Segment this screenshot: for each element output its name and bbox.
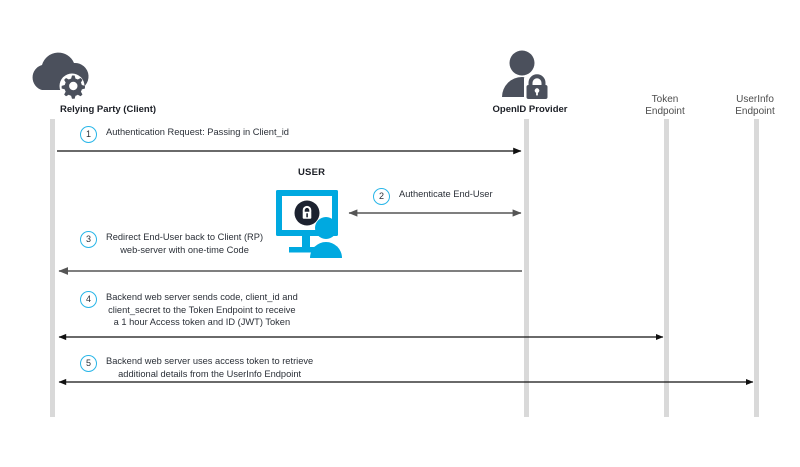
lifelines <box>50 119 759 417</box>
step-badge-4: 4 <box>80 291 97 308</box>
lifeline-token-endpoint <box>664 119 669 417</box>
step-label-4: Backend web server sends code, client_id… <box>106 292 298 327</box>
step-4: 4 Backend web server sends code, client_… <box>80 291 298 329</box>
step-label-1: Authentication Request: Passing in Clien… <box>106 127 289 137</box>
person-lock-icon <box>502 50 549 100</box>
step-1: 1 Authentication Request: Passing in Cli… <box>80 126 289 143</box>
step-badge-5: 5 <box>80 355 97 372</box>
step-label-3: Redirect End-User back to Client (RP) we… <box>106 232 264 255</box>
message-arrows <box>57 147 754 386</box>
step-badge-1: 1 <box>80 126 97 143</box>
lifeline-relying-party <box>50 119 55 417</box>
lifeline-userinfo-endpoint <box>754 119 759 417</box>
monitor-user-lock-icon <box>276 190 342 258</box>
step-badge-3: 3 <box>80 231 97 248</box>
actor-label-relying-party: Relying Party (Client) <box>59 104 157 115</box>
step-2: 2 Authenticate End-User <box>373 188 493 205</box>
actor-label-token-endpoint: Token Endpoint <box>645 94 685 117</box>
step-label-2: Authenticate End-User <box>399 189 493 199</box>
lifeline-openid-provider <box>524 119 529 417</box>
actor-label-openid-provider: OpenID Provider <box>492 104 568 115</box>
step-3: 3 Redirect End-User back to Client (RP) … <box>80 231 263 256</box>
cloud-gear-icon <box>32 52 89 99</box>
step-5: 5 Backend web server uses access token t… <box>80 355 313 380</box>
user-actor-caption: USER <box>298 167 326 178</box>
actor-label-userinfo-endpoint: UserInfo Endpoint <box>735 94 775 117</box>
step-label-5: Backend web server uses access token to … <box>106 356 314 379</box>
step-badge-2: 2 <box>373 188 390 205</box>
